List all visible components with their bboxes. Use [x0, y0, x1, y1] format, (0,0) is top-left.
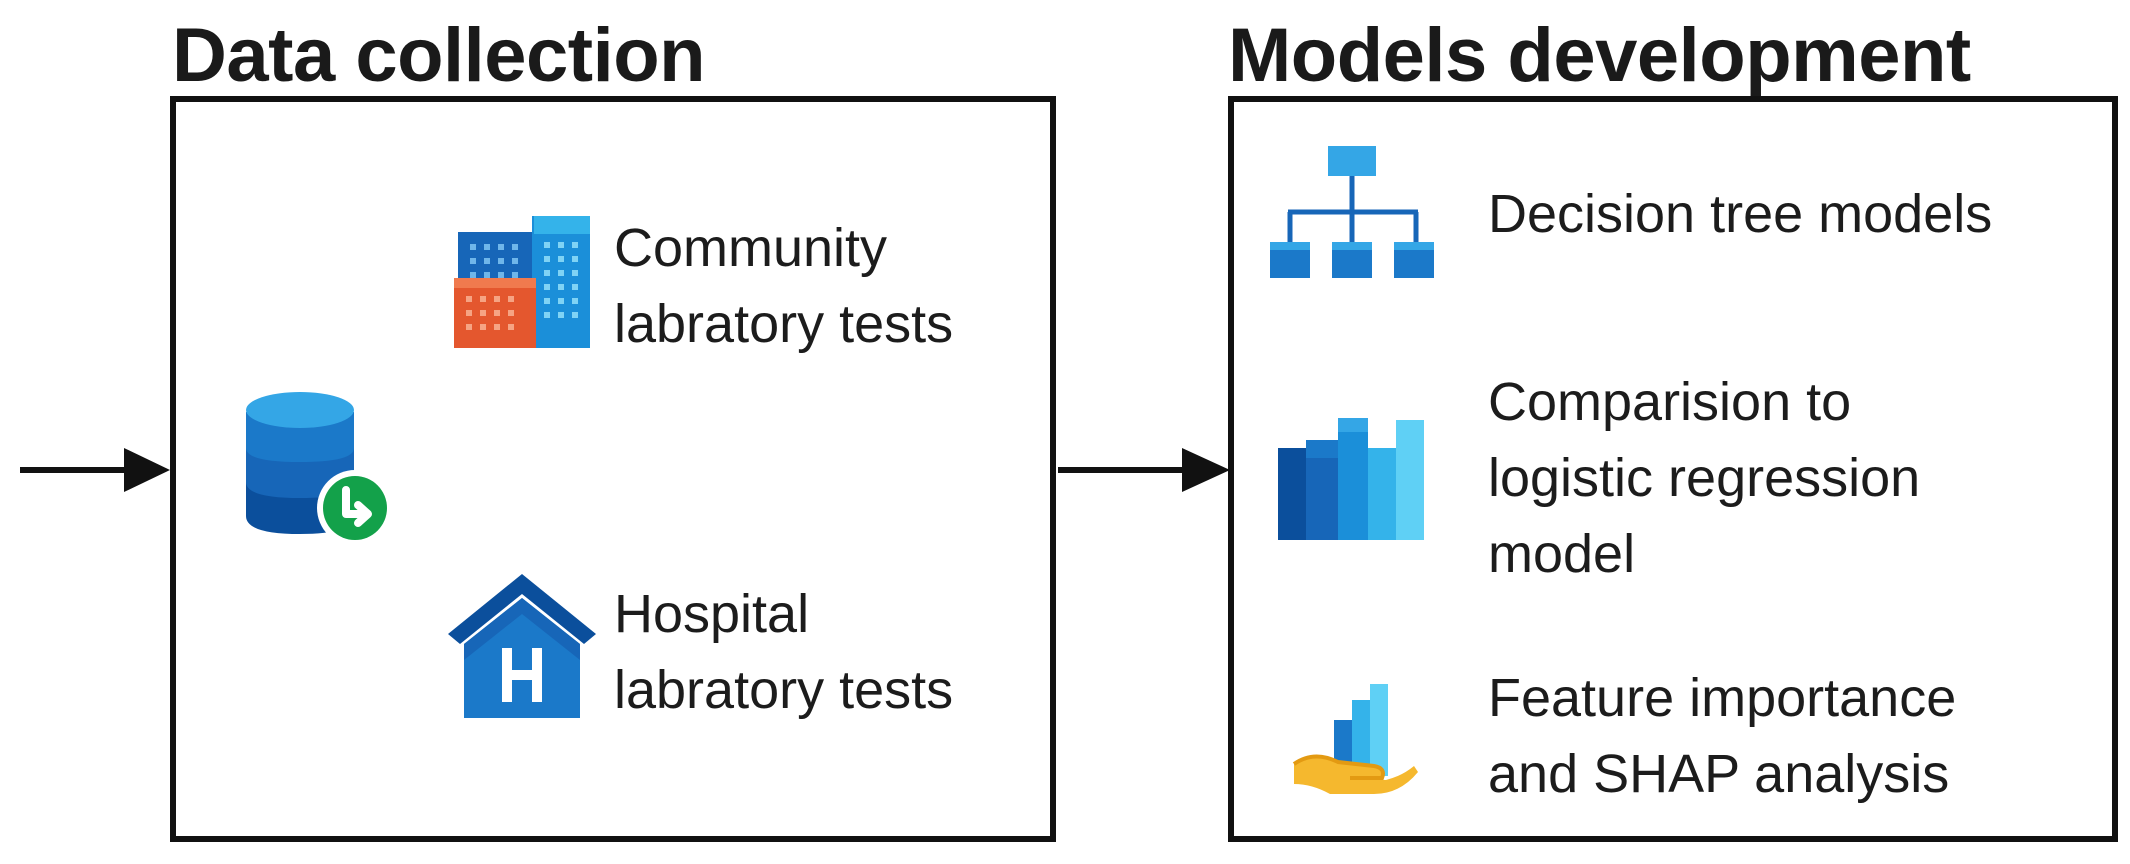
feature-importance-shap-label: Feature importance and SHAP analysis: [1488, 660, 1956, 812]
bar-chart-icon: [1278, 418, 1424, 540]
hospital-icon: [448, 574, 596, 718]
models-development-title: Models development: [1228, 13, 1971, 98]
database-export-icon: [246, 392, 393, 546]
label-line: logistic regression: [1488, 448, 1921, 508]
label-line: and SHAP analysis: [1488, 744, 1950, 804]
label-line: Feature importance: [1488, 668, 1957, 728]
label-line: model: [1488, 524, 1636, 584]
label-line: labratory tests: [614, 294, 954, 354]
decision-tree-models-label: Decision tree models: [1488, 176, 1992, 252]
label-line: Hospital: [614, 584, 810, 644]
data-collection-title: Data collection: [172, 13, 706, 98]
hierarchy-tree-icon: [1270, 146, 1434, 278]
label-line: Comparision to: [1488, 372, 1852, 432]
buildings-icon: [454, 216, 590, 348]
connector-arrow: [1058, 448, 1230, 492]
logistic-regression-comparison-label: Comparision to logistic regression model: [1488, 364, 1920, 592]
community-lab-tests-label: Community labratory tests: [614, 210, 953, 362]
label-line: Community: [614, 218, 888, 278]
input-arrow: [20, 448, 170, 492]
hand-chart-icon: [1292, 684, 1418, 794]
hospital-lab-tests-label: Hospital labratory tests: [614, 576, 953, 728]
label-line: labratory tests: [614, 660, 954, 720]
label-line: Decision tree models: [1488, 184, 1993, 244]
